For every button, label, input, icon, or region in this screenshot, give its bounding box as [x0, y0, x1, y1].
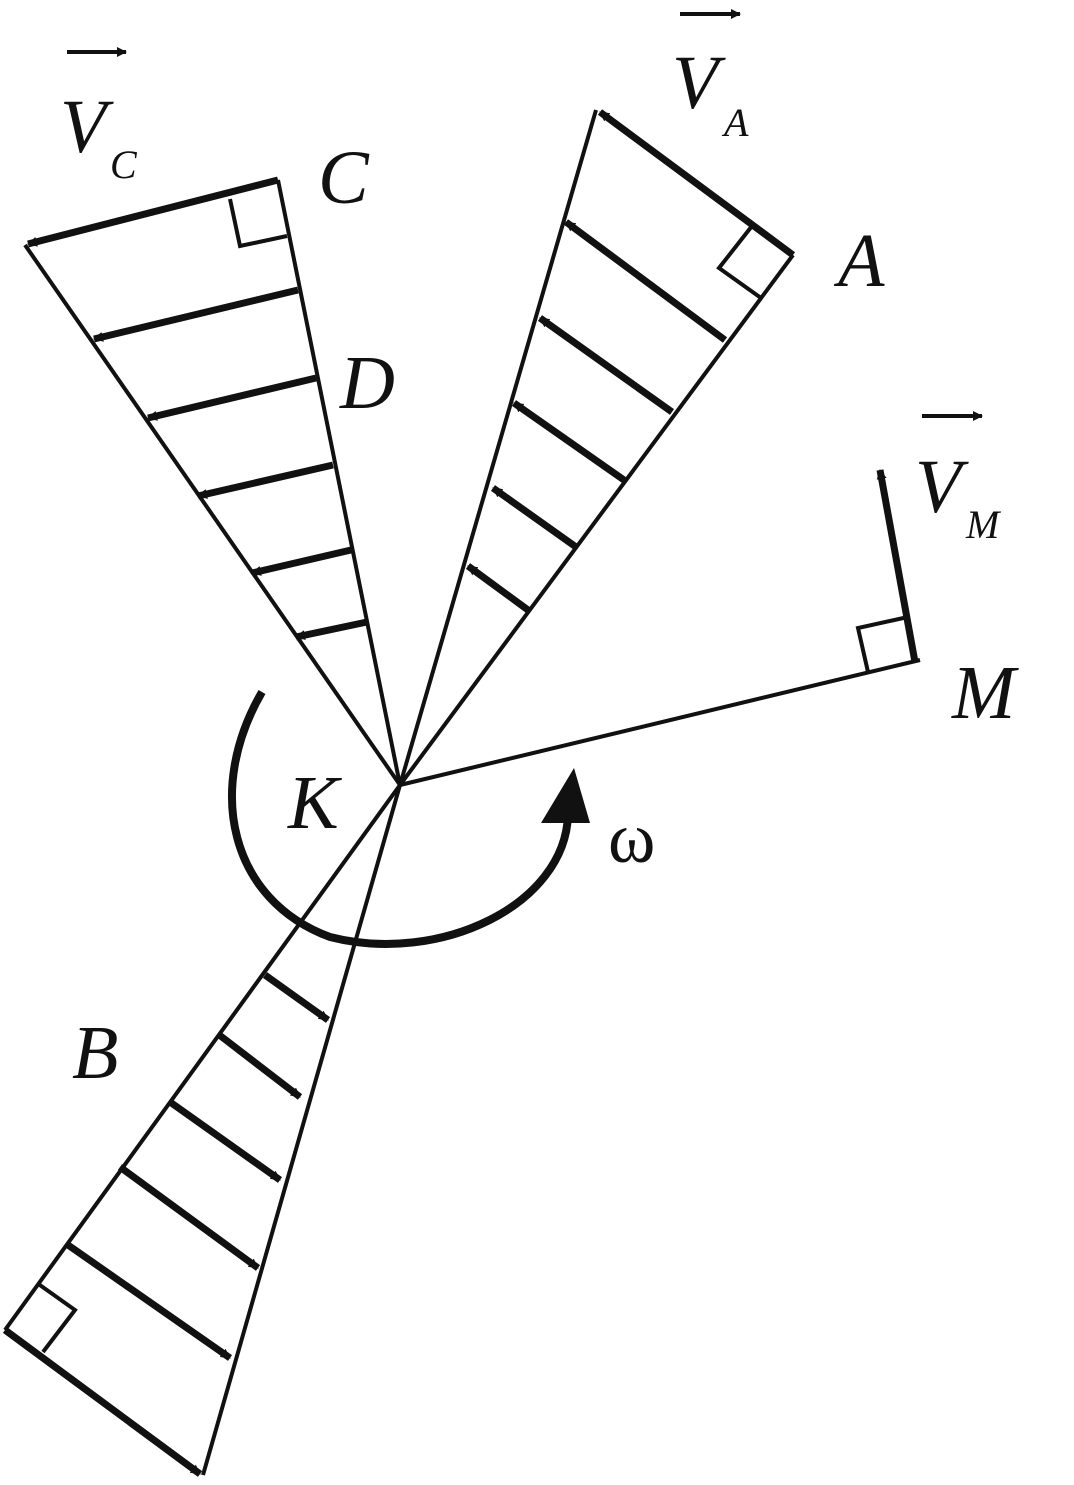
angular-velocity-label: ω: [608, 798, 655, 878]
arrows-ka: [465, 109, 796, 613]
envelope-c: [23, 243, 402, 787]
point-label-m: M: [951, 651, 1019, 735]
point-label-a: A: [833, 219, 885, 303]
velocity-label-m: V: [915, 445, 969, 529]
ray-kc: [276, 179, 402, 786]
velocity-arrow-b: [2, 1327, 203, 1477]
velocity-arrow-kc-6: [295, 618, 368, 641]
velocity-arrow-ka-4: [511, 400, 627, 483]
velocity-arrow-kc-2: [93, 286, 299, 343]
velocity-arrow-ka-2: [563, 219, 728, 343]
point-label-c: C: [318, 136, 370, 220]
point-label-b: B: [72, 1011, 118, 1095]
arrows-kb: [2, 972, 331, 1477]
right-angle-c: [228, 198, 288, 249]
right-angle-markers: [35, 198, 909, 1354]
velocity-arrow-ka-5: [490, 485, 579, 550]
velocity-arrow-kb-2: [215, 1031, 303, 1100]
velocity-arrow-m: [876, 469, 919, 663]
velocity-arrow-ka-6: [465, 563, 531, 613]
ray-km: [399, 658, 921, 787]
velocity-arrow-kc-4: [197, 461, 334, 500]
point-label-d: D: [339, 341, 395, 425]
ray-kb-inner: [201, 784, 402, 1476]
arrows-kc: [27, 176, 368, 641]
envelope-a: [398, 253, 795, 787]
velocity-arrow-kb-3: [167, 1099, 283, 1183]
vector-overbars: [67, 9, 983, 421]
velocity-subscript-c: C: [110, 142, 138, 187]
velocity-label-c: V: [60, 85, 114, 169]
velocity-arrow-kb-5: [65, 1242, 233, 1361]
right-angle-b: [35, 1281, 78, 1354]
velocity-arrow-ka-3: [537, 315, 675, 415]
right-angle-m: [855, 615, 909, 673]
right-angle-a: [716, 224, 763, 300]
velocity-subscript-a: A: [721, 100, 749, 145]
velocity-label-a: V: [672, 41, 726, 125]
velocity-arrow-kb-1: [262, 972, 331, 1023]
rotation-arrowhead: [541, 768, 590, 823]
point-label-k: K: [287, 761, 342, 845]
velocity-arrow-kc-3: [147, 374, 317, 422]
velocity-subscript-m: M: [965, 502, 1002, 547]
ray-kb-outer: [3, 783, 402, 1332]
rays: [3, 109, 921, 1476]
velocity-arrow-kc-5: [251, 546, 352, 577]
velocity-arrow-kb-4: [117, 1164, 261, 1271]
ray-ka: [398, 109, 598, 786]
rotation-arc: [228, 689, 572, 948]
velocity-arrow-c: [27, 176, 279, 248]
velocity-arrow-a: [597, 109, 796, 258]
